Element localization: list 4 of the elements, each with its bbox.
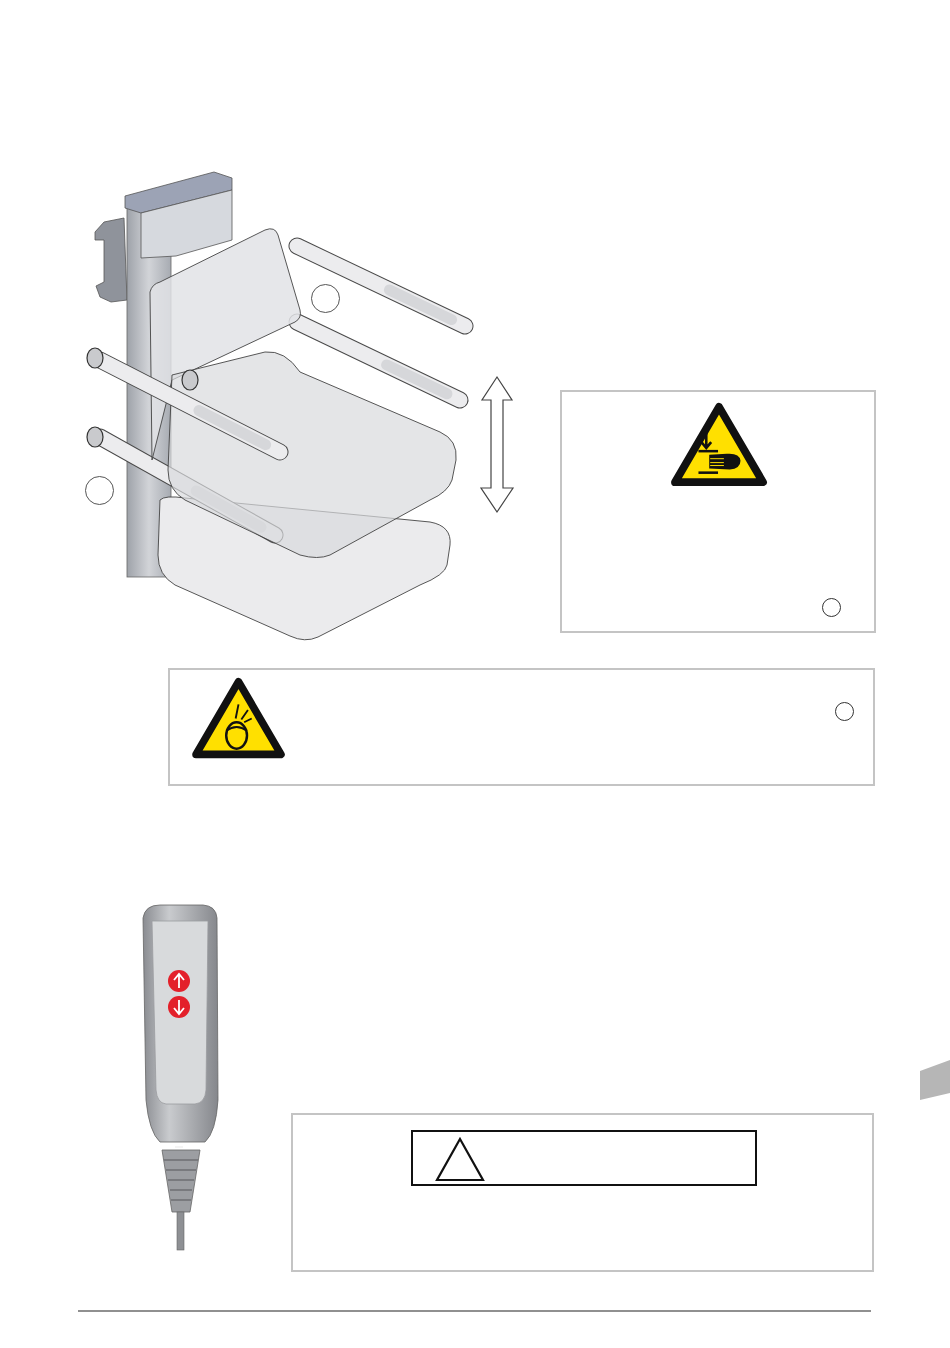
caution-panel — [291, 1113, 874, 1272]
warning-panel — [560, 390, 876, 633]
warning-panel — [168, 668, 875, 786]
caution-banner — [411, 1130, 757, 1186]
